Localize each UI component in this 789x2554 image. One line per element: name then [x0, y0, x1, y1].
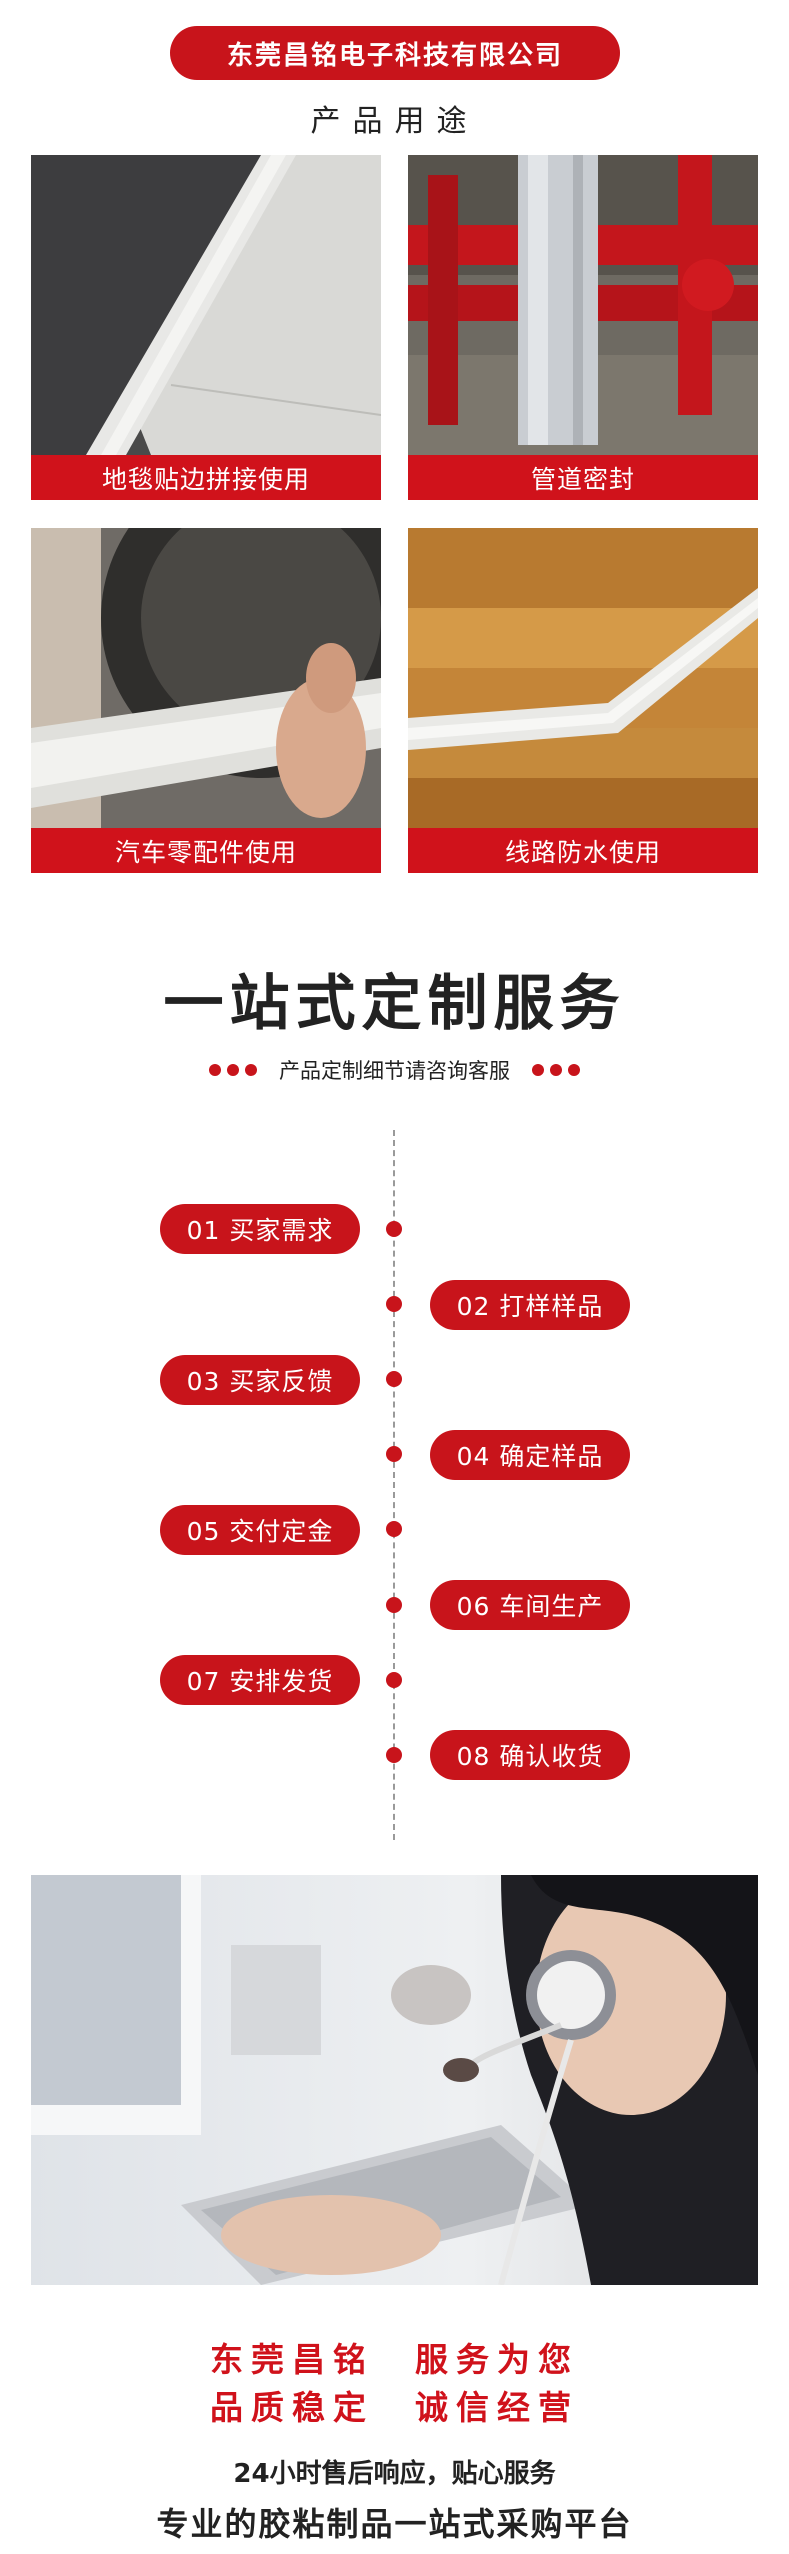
customer-service-illustration [31, 1875, 758, 2285]
usage-card-wire: 线路防水使用 [408, 528, 758, 873]
usage-caption: 汽车零配件使用 [31, 828, 381, 873]
timeline-dot [386, 1446, 402, 1462]
pipe-sealing-photo [408, 155, 758, 455]
usage-caption: 管道密封 [408, 455, 758, 500]
step-production: 06 车间生产 [430, 1580, 630, 1630]
usage-card-auto: 汽车零配件使用 [31, 528, 381, 873]
decor-dots-right [532, 1064, 580, 1076]
step-buyer-demand: 01 买家需求 [160, 1204, 360, 1254]
auto-parts-photo [31, 528, 381, 828]
slogan-line-2: 品质稳定 诚信经营 [210, 2388, 579, 2427]
timeline-dot [386, 1521, 402, 1537]
customer-service-photo [31, 1875, 758, 2285]
decor-dots-left [209, 1064, 257, 1076]
timeline-dot [386, 1747, 402, 1763]
slogan-line-1: 东莞昌铭 服务为您 [210, 2340, 579, 2379]
footer-service-note: 24小时售后响应，贴心服务 [233, 2459, 556, 2489]
service-subtitle-row: 产品定制细节请咨询客服 [0, 1055, 789, 1085]
step-sampling: 02 打样样品 [430, 1280, 630, 1330]
step-deposit: 05 交付定金 [160, 1505, 360, 1555]
step-confirm-sample: 04 确定样品 [430, 1430, 630, 1480]
section-title-usage: 产品用途 [310, 104, 479, 139]
service-title: 一站式定制服务 [163, 969, 626, 1039]
usage-caption: 地毯贴边拼接使用 [31, 455, 381, 500]
timeline-dot [386, 1296, 402, 1312]
usage-card-carpet: 地毯贴边拼接使用 [31, 155, 381, 500]
step-shipping: 07 安排发货 [160, 1655, 360, 1705]
timeline-dot [386, 1371, 402, 1387]
timeline-axis [393, 1130, 395, 1840]
usage-card-pipe: 管道密封 [408, 155, 758, 500]
company-name-banner: 东莞昌铭电子科技有限公司 [170, 26, 620, 80]
service-subtitle: 产品定制细节请咨询客服 [279, 1059, 510, 1083]
footer-platform-note: 专业的胶粘制品一站式采购平台 [156, 2505, 633, 2543]
usage-caption: 线路防水使用 [408, 828, 758, 873]
step-buyer-feedback: 03 买家反馈 [160, 1355, 360, 1405]
timeline-dot [386, 1221, 402, 1237]
carpet-tape-photo [31, 155, 381, 455]
timeline-dot [386, 1597, 402, 1613]
step-confirm-receipt: 08 确认收货 [430, 1730, 630, 1780]
timeline-dot [386, 1672, 402, 1688]
wire-waterproof-photo [408, 528, 758, 828]
